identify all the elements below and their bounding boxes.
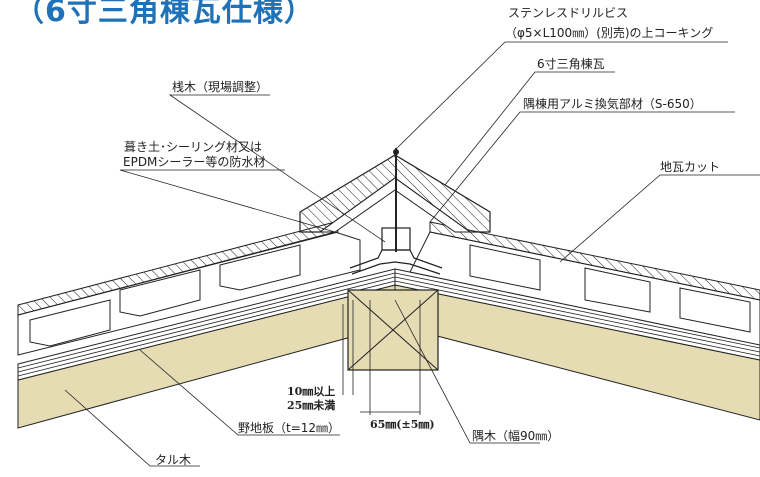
label-vent-member: 隅棟用アルミ換気部材（S-650） — [523, 97, 702, 111]
label-width-dim: 65㎜(±5㎜) — [370, 418, 435, 431]
label-rafter: タル木 — [155, 453, 192, 467]
label-batten: 桟木（現場調整） — [172, 80, 269, 94]
left-tile-top-hatch — [17, 221, 339, 316]
label-gap-line2: 25㎜未満 — [287, 399, 336, 412]
label-gap-line1: 10㎜以上 — [287, 385, 336, 398]
label-sheathing: 野地板（t=12㎜） — [238, 421, 341, 435]
underlayment-lines — [17, 272, 760, 377]
label-cut-tile: 地瓦カット — [660, 160, 721, 174]
right-tile-top-hatch — [429, 221, 760, 301]
dimension-lines — [342, 300, 421, 415]
label-hip-rafter: 隅木（幅90㎜） — [472, 429, 560, 443]
left-tiles — [17, 231, 361, 356]
label-screw-line2: （φ5×L100㎜）(別売)の上コーキング — [505, 26, 714, 40]
label-ridge-tile: 6寸三角棟瓦 — [537, 57, 605, 71]
right-tiles — [409, 231, 760, 346]
label-sealant-line2: EPDMシーラー等の防水材 — [123, 155, 266, 169]
label-sealant-line1: 葺き土･シーリング材又は — [124, 140, 263, 154]
leader-lines — [64, 41, 760, 467]
page-title: （6寸三角棟瓦仕様） — [14, 0, 315, 29]
label-screw-line1: ステンレスドリルビス — [508, 6, 629, 20]
